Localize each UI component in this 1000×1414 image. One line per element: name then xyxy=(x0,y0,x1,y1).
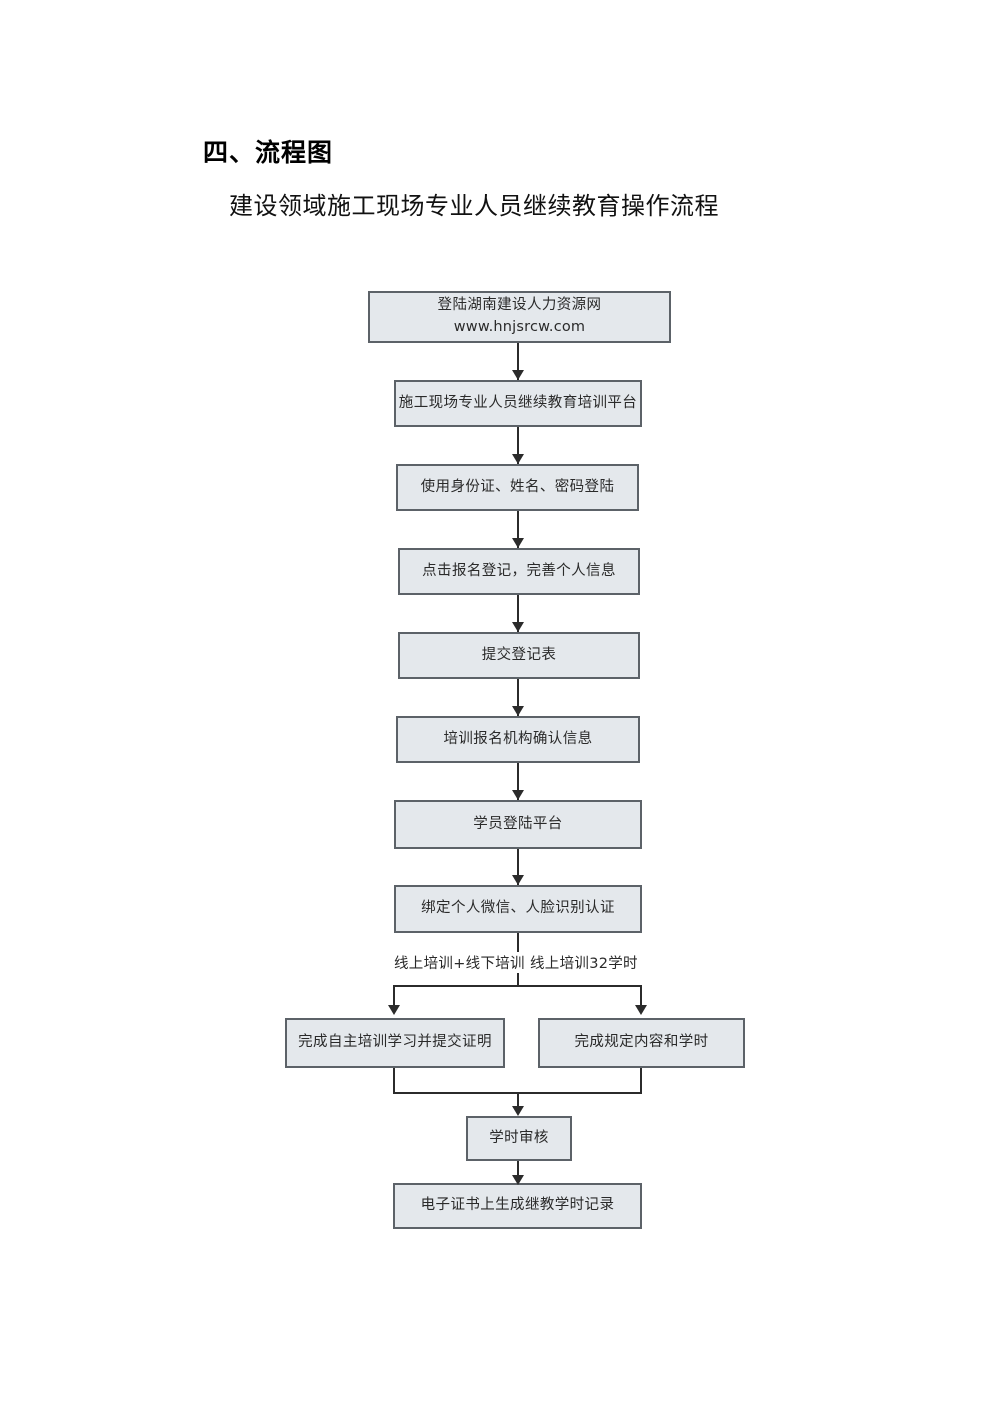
flow-node-self-training-proof[interactable]: 完成自主培训学习并提交证明 xyxy=(285,1018,505,1068)
connector-line xyxy=(517,427,519,464)
flow-node-certificate-record[interactable]: 电子证书上生成继教学时记录 xyxy=(393,1183,642,1229)
flow-node-student-login[interactable]: 学员登陆平台 xyxy=(394,800,642,849)
merge-left-line xyxy=(393,1068,395,1094)
connector-arrow xyxy=(512,790,524,800)
merge-right-line xyxy=(640,1068,642,1094)
flow-node-institution-confirm[interactable]: 培训报名机构确认信息 xyxy=(396,716,640,763)
connector-line xyxy=(517,343,519,380)
merge-stem-line xyxy=(517,1092,519,1114)
flow-node-login-credentials[interactable]: 使用身份证、姓名、密码登陆 xyxy=(396,464,639,511)
flow-node-registration-info[interactable]: 点击报名登记，完善个人信息 xyxy=(398,548,640,595)
flow-node-label: 完成规定内容和学时 xyxy=(574,1034,709,1051)
merge-arrow xyxy=(512,1106,524,1116)
connector-line xyxy=(517,679,519,716)
connector-arrow xyxy=(512,622,524,632)
branch-split-line xyxy=(393,985,642,987)
branch-label-right: 线上培训32学时 xyxy=(528,952,640,973)
flow-node-label: 完成自主培训学习并提交证明 xyxy=(298,1034,492,1051)
connector-line xyxy=(517,849,519,885)
branch-label-left: 线上培训+线下培训 xyxy=(392,952,527,973)
flow-node-wechat-face-auth[interactable]: 绑定个人微信、人脸识别认证 xyxy=(394,885,642,933)
flow-node-complete-hours[interactable]: 完成规定内容和学时 xyxy=(538,1018,745,1068)
branch-right-arrow xyxy=(635,1005,647,1015)
flow-node-hours-review[interactable]: 学时审核 xyxy=(466,1116,572,1161)
section-heading: 四、流程图 xyxy=(203,138,334,167)
connector-arrow xyxy=(512,875,524,885)
connector-arrow xyxy=(512,370,524,380)
connector-arrow xyxy=(512,1175,524,1185)
connector-line xyxy=(517,1161,519,1183)
flow-node-submit-form[interactable]: 提交登记表 xyxy=(398,632,640,679)
flow-node-label: 学员登陆平台 xyxy=(473,815,563,832)
flow-node-label: 点击报名登记，完善个人信息 xyxy=(422,562,616,579)
connector-line xyxy=(517,595,519,632)
flow-node-label: 施工现场专业人员继续教育培训平台 xyxy=(398,394,638,411)
flow-node-label: 使用身份证、姓名、密码登陆 xyxy=(420,478,615,495)
branch-right-line xyxy=(640,985,642,1011)
flow-node-label: 绑定个人微信、人脸识别认证 xyxy=(421,900,615,917)
flowchart-title: 建设领域施工现场专业人员继续教育操作流程 xyxy=(229,192,719,220)
connector-arrow xyxy=(512,706,524,716)
branch-left-arrow xyxy=(388,1005,400,1015)
connector-arrow xyxy=(512,454,524,464)
connector-line xyxy=(517,763,519,800)
flow-node-label: 学时审核 xyxy=(489,1129,549,1146)
branch-left-line xyxy=(393,985,395,1011)
flow-node-label: 提交登记表 xyxy=(481,646,557,663)
flow-node-label: 电子证书上生成继教学时记录 xyxy=(420,1197,615,1214)
flow-node-login-portal[interactable]: 登陆湖南建设人力资源网 www.hnjsrcw.com xyxy=(368,291,671,343)
connector-line xyxy=(517,511,519,548)
connector-arrow xyxy=(512,538,524,548)
flow-node-training-platform[interactable]: 施工现场专业人员继续教育培训平台 xyxy=(394,380,642,427)
flow-node-url: www.hnjsrcw.com xyxy=(453,319,586,335)
flow-node-label: 培训报名机构确认信息 xyxy=(443,730,593,747)
flow-node-label: 登陆湖南建设人力资源网 xyxy=(437,297,602,314)
